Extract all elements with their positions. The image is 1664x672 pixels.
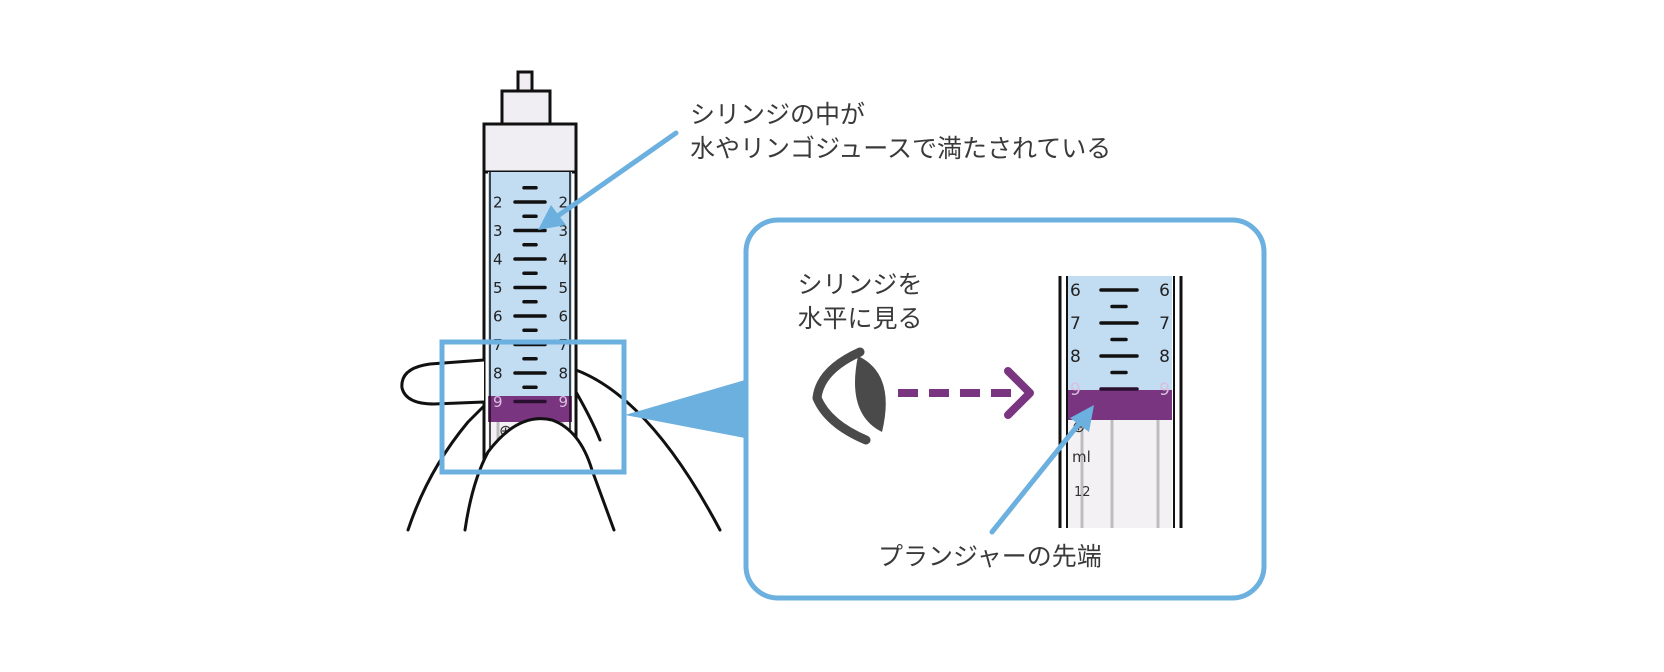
highlight-frame (439, 339, 627, 475)
scale-label: 6 (1070, 281, 1081, 301)
view-direction-arrow (898, 367, 1034, 419)
scale-label: 4 (493, 250, 503, 268)
scale-label: 5 (493, 279, 503, 297)
syringe-cap (482, 122, 578, 174)
scale-label: 2 (558, 193, 568, 211)
plunger-tip-label: プランジャーの先端 (878, 542, 1102, 571)
plunger-pointer-arrow (989, 405, 1094, 535)
view-horizontal-label: シリンジを 水平に見る (770, 268, 950, 336)
zoom-plunger-rod (1068, 420, 1172, 528)
liquid-filled-line1: シリンジの中が (690, 100, 866, 129)
scale-label: 8 (1159, 347, 1170, 367)
liquid-filled-line2: 水やリンゴジュースで満たされている (690, 134, 1112, 163)
scale-label: 3 (558, 222, 568, 240)
zoom-lower-mark: 12 (1074, 485, 1091, 500)
syringe-neck (500, 89, 552, 127)
hand-thumb-base (574, 390, 602, 442)
hand-palm-left (406, 404, 486, 532)
scale-label: 9 (493, 393, 503, 411)
callout-wedge (625, 380, 745, 438)
scale-label: 7 (558, 336, 568, 354)
scale-label: 6 (1159, 281, 1170, 301)
liquid-pointer-arrow (538, 130, 679, 230)
scale-label: 8 (1070, 347, 1081, 367)
scale-label: 5 (558, 279, 568, 297)
scale-label: 6 (493, 307, 503, 325)
scale-label: 8 (558, 364, 568, 382)
view-horizontal-line1: シリンジを (797, 270, 923, 299)
scale-label: 8 (493, 364, 503, 382)
scale-label: 4 (558, 250, 568, 268)
zoom-unit: ml (1072, 448, 1091, 466)
scale-label: 9 (1159, 380, 1170, 400)
view-horizontal-line2: 水平に見る (797, 304, 923, 333)
hand-palm-right (574, 368, 722, 532)
liquid-filled-label: シリンジの中が 水やリンゴジュースで満たされている (690, 98, 1111, 166)
scale-label: 9 (558, 393, 568, 411)
scale-label: 7 (1070, 314, 1081, 334)
eye-icon (812, 347, 886, 445)
syringe-tip (516, 70, 534, 94)
scale-label: 3 (493, 222, 503, 240)
scale-label: 2 (493, 193, 503, 211)
scale-label: 6 (558, 307, 568, 325)
scale-label: 7 (493, 336, 503, 354)
scale-label: 7 (1159, 314, 1170, 334)
scale-label: 9 (1070, 380, 1081, 400)
